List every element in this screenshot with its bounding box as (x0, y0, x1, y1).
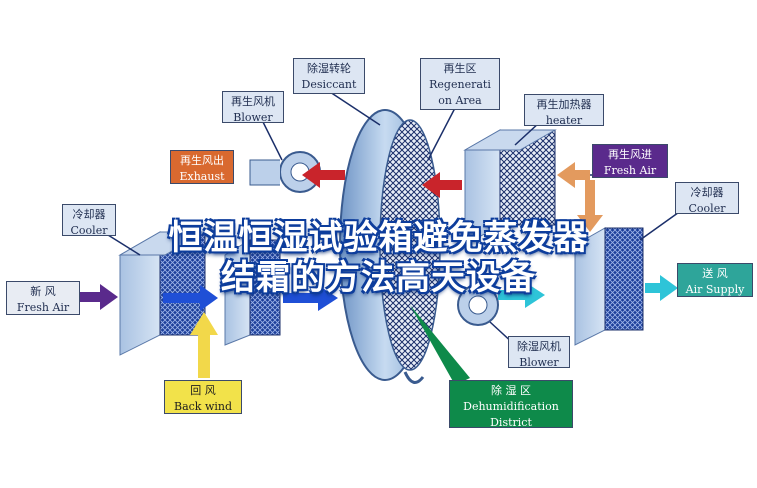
leader-lines (107, 91, 683, 346)
cooler-unit-right (574, 227, 644, 346)
arrow-supply-teal-right (498, 282, 545, 308)
regen-heater-unit (463, 129, 557, 246)
desiccant-wheel (339, 109, 441, 381)
overlay-title-line2: 结霜的方法高天设备 (221, 258, 536, 298)
arrow-air-supply-out (645, 275, 678, 301)
regen-blower-fan (249, 151, 321, 193)
arrow-regen-heated (422, 172, 462, 198)
arrow-fresh-air-in (80, 284, 118, 310)
arrow-back-wind (190, 312, 218, 378)
dehum-zone-pointer (410, 305, 470, 385)
dehum-blower-fan (457, 284, 499, 326)
arrow-regen-in (557, 162, 590, 188)
rotation-indicator (403, 371, 425, 384)
cooler-unit-left (118, 231, 207, 356)
coil-unit-middle (224, 239, 281, 346)
overlay-title-line1: 恒温恒湿试验箱避免蒸发器 (168, 218, 589, 258)
arrow-regen-vertical (577, 180, 603, 232)
arrow-process-air-2 (283, 285, 338, 311)
arrow-regen-exhaust (302, 162, 345, 188)
arrow-process-air-1 (163, 285, 218, 311)
